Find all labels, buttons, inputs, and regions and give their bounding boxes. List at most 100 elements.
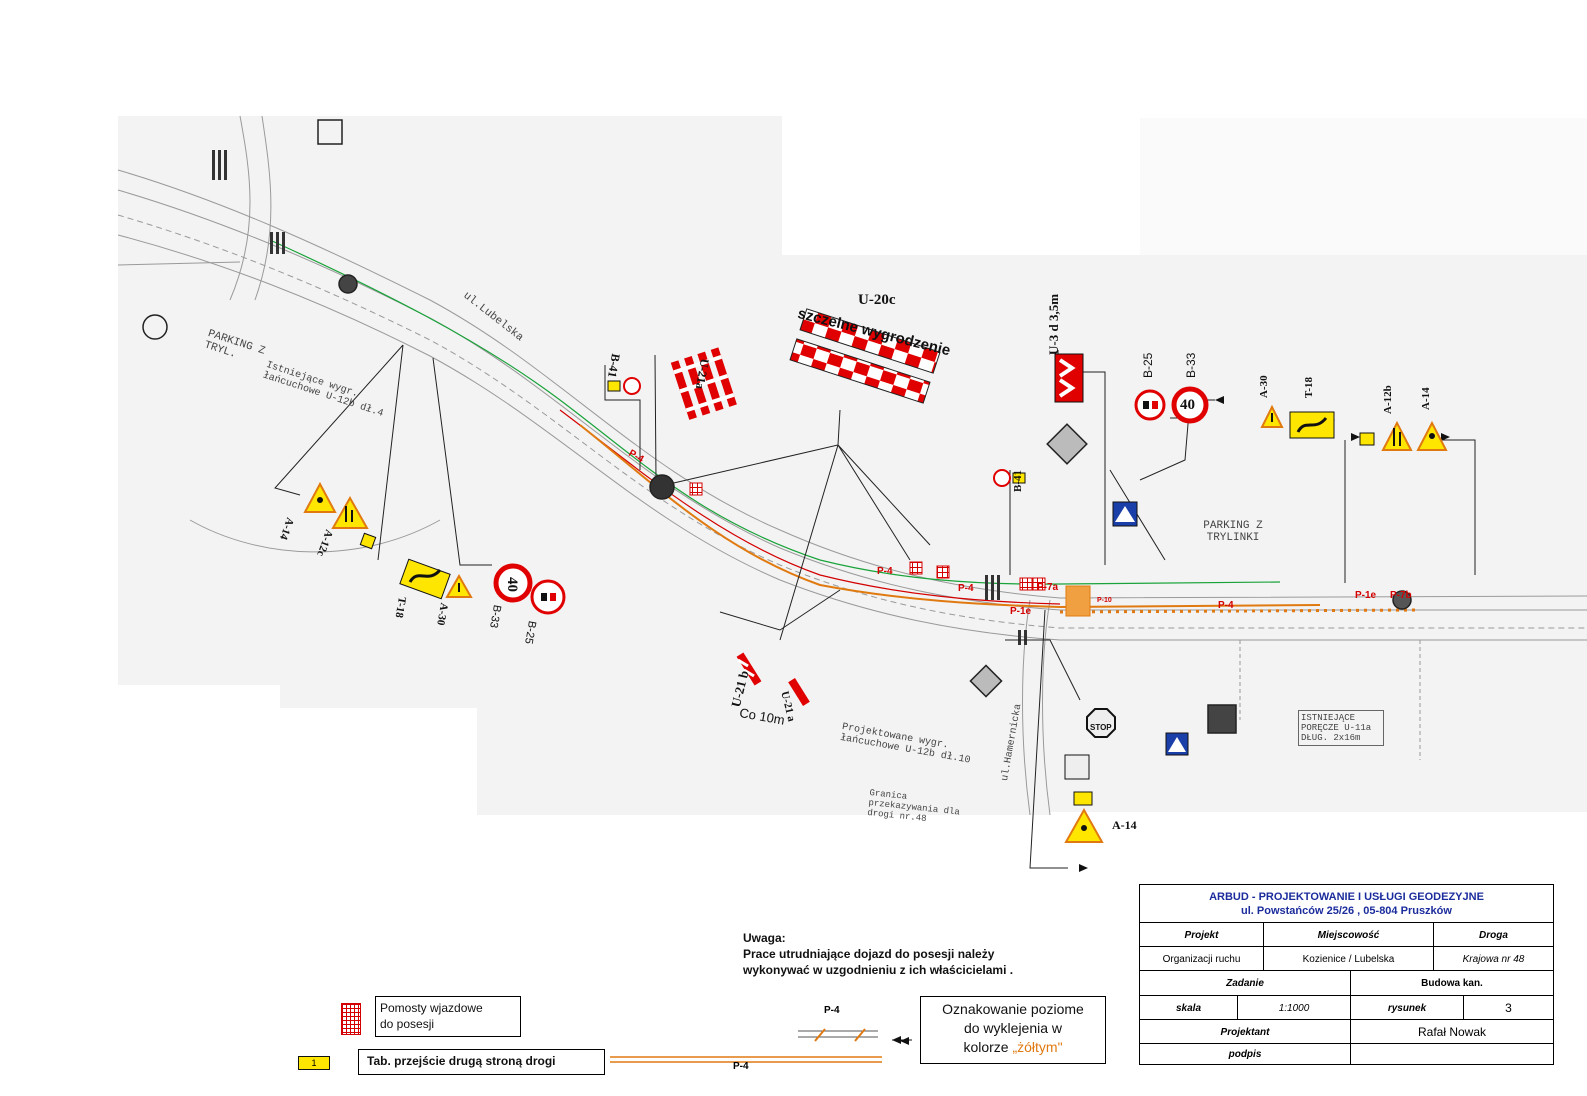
speed-limit-40-top-icon <box>1171 386 1209 424</box>
marking-p7a: P-7a <box>1037 582 1059 593</box>
legend-p4-long: P-4 <box>733 1061 749 1072</box>
warning-a12b-icon <box>1381 420 1413 451</box>
u3d-label: U-3 d 3,5m <box>1046 293 1061 355</box>
tb-h-podpis: podpis <box>1228 1049 1262 1060</box>
tb-h-projektant: Projektant <box>1220 1026 1270 1038</box>
pedestrian-crossing-d6-icon <box>1112 501 1138 527</box>
tb-h-skala: skala <box>1175 1002 1202 1014</box>
no-overtaking-b25-left-icon <box>530 579 566 615</box>
speed40-top-label: 40 <box>1180 397 1195 413</box>
tb-row-podpis: podpis <box>1140 1043 1553 1065</box>
marking-p10: P-10 <box>1097 597 1112 604</box>
marking-p1e-b: P-1e <box>1355 590 1377 601</box>
tb-row-values: Organizacji ruchu Kozienice / Lubelska K… <box>1140 946 1553 971</box>
company-address: ul. Powstańców 25/26 , 05-804 Pruszków <box>1241 904 1452 917</box>
tb-v-projektant: Rafał Nowak <box>1350 1020 1553 1044</box>
company-name: ARBUD - PROJEKTOWANIE I USŁUGI GEODEZYJN… <box>1209 890 1484 903</box>
note-block: Uwaga: Prace utrudniające dojazd do pose… <box>743 930 1013 978</box>
leader-lines <box>274 344 1476 869</box>
legend-marking-line-3a: kolorze <box>963 1039 1013 1055</box>
a14-bottom-plate-icon <box>1073 791 1093 806</box>
speed40-left-label: 40 <box>504 577 520 592</box>
tb-v-miejscowosc: Kozienice / Lubelska <box>1263 947 1433 971</box>
legend-driveway-line-1: Pomosty wjazdowe <box>380 1001 483 1015</box>
tb-v-projekt: Organizacji ruchu <box>1162 953 1241 965</box>
tb-v-zadanie: Budowa kan. <box>1350 971 1553 996</box>
barrier-u21a-icon <box>670 347 737 420</box>
speed-limit-40-left-icon <box>493 563 533 603</box>
note-line-2: wykonywać w uzgodnieniu z ich właściciel… <box>743 963 1014 977</box>
parking-trylinki-text: PARKING Z TRYLINKI <box>1203 520 1263 544</box>
b41-mid-icon <box>993 469 1026 487</box>
legend-marking-line-1: Oznakowanie poziome <box>942 1001 1084 1017</box>
a14-bottom-label: A-14 <box>1112 818 1137 832</box>
title-block: ARBUD - PROJEKTOWANIE I USŁUGI GEODEZYJN… <box>1139 884 1554 1065</box>
d6-pedestrian-plan-icon <box>1064 754 1090 780</box>
tb-h-rysunek: rysunek <box>1350 996 1463 1020</box>
note-line-1: Prace utrudniające dojazd do posesji nal… <box>743 947 995 961</box>
stop-label: STOP <box>1090 723 1112 732</box>
marking-p4-b: P-4 <box>877 566 893 577</box>
tb-h-miejscowosc: Miejscowość <box>1263 923 1433 947</box>
legend-tab-text: Tab. przejście drugą stroną drogi <box>358 1049 605 1075</box>
existing-railings-text: ISTNIEJĄCE PORĘCZE U-11a DŁUG. 2x16m <box>1298 710 1384 746</box>
note-title: Uwaga: <box>743 931 786 945</box>
tb-row-skala: skala 1:1000 rysunek 3 <box>1140 995 1553 1020</box>
zebra-crossings <box>212 150 1027 645</box>
marking-p4-c: P-4 <box>958 583 974 594</box>
b25-top-label: B-25 <box>1141 352 1155 378</box>
warning-a14-left-icon <box>303 481 337 513</box>
a12b-top-label: A-12b <box>1382 385 1394 414</box>
legend-marking-line-3: kolorze „żółtym" <box>921 1038 1105 1057</box>
stop-sign-icon <box>1086 708 1116 738</box>
chevron-u3d-icon <box>1054 353 1084 403</box>
warning-a30-left-icon <box>445 573 473 598</box>
tb-v-rysunek: 3 <box>1463 996 1553 1020</box>
barrier-u21b-icon <box>736 652 762 686</box>
warning-a14-bottom-icon <box>1064 807 1104 843</box>
legend-marking-line-2: do wyklejenia w <box>963 1020 1063 1036</box>
tb-v-podpis <box>1350 1044 1553 1065</box>
tb-h-projekt: Projekt <box>1184 929 1219 941</box>
legend-tab-number: 1 <box>298 1056 330 1070</box>
p10-block-icon <box>1065 585 1091 617</box>
marking-p7b: P-7b <box>1390 590 1412 601</box>
legend-marking-yellow: „żółtym" <box>1012 1039 1063 1055</box>
plan-symbols <box>142 119 1412 734</box>
a14-top-label: A-14 <box>1420 387 1432 410</box>
legend-p4-small: P-4 <box>824 1005 840 1016</box>
t18-top-label: T-18 <box>1303 377 1315 398</box>
pedestrian-crossing-d6b-icon <box>1165 732 1189 756</box>
driveway-bridges-icon <box>689 482 1046 591</box>
legend-driveway-line-2: do posesji <box>380 1017 435 1031</box>
tb-h-zadanie: Zadanie <box>1226 978 1264 989</box>
a12c-plate-icon <box>359 532 377 550</box>
tb-v-droga: Krajowa nr 48 <box>1433 947 1553 971</box>
plate-t18-top-icon <box>1289 411 1335 439</box>
warning-a14-top-icon <box>1416 420 1448 451</box>
tb-v-skala: 1:1000 <box>1237 996 1350 1020</box>
a30-top-label: A-30 <box>1258 375 1270 398</box>
a12b-plate-icon <box>1359 432 1375 446</box>
barrier-u21a-bottom-icon <box>788 678 810 706</box>
legend-driveway-bridges: Pomosty wjazdowe do posesji <box>375 996 521 1037</box>
tb-row-zadanie: Zadanie Budowa kan. <box>1140 970 1553 996</box>
legend-p4-markings-icon <box>610 1028 912 1063</box>
u20c-code-label: U-20c <box>858 292 896 308</box>
plate-t18-left-icon <box>399 558 451 600</box>
tb-h-droga: Droga <box>1433 923 1553 947</box>
b33-top-label: B-33 <box>1184 352 1198 378</box>
tb-row-projektant: Projektant Rafał Nowak <box>1140 1019 1553 1044</box>
barrier-u20c-icon <box>789 308 941 404</box>
tb-row-headers: Projekt Miejscowość Droga <box>1140 922 1553 947</box>
driveway-bridge-legend-icon <box>341 1003 361 1035</box>
marking-p1e-a: P-1e <box>1010 606 1032 617</box>
no-overtaking-b25-top-icon <box>1134 389 1166 421</box>
title-block-header: ARBUD - PROJEKTOWANIE I USŁUGI GEODEZYJN… <box>1140 885 1553 922</box>
warning-a30-top-icon <box>1260 404 1284 428</box>
legend-horizontal-marking: Oznakowanie poziome do wyklejenia w kolo… <box>920 996 1106 1064</box>
warning-a12c-icon <box>331 495 369 529</box>
b41-top-icon <box>607 377 641 395</box>
